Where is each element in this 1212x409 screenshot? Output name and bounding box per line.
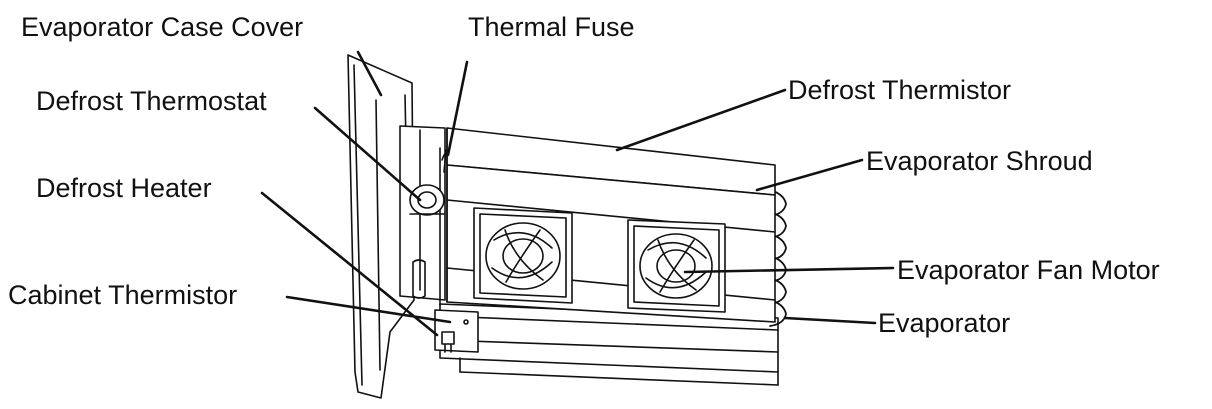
label-cabinet-thermistor: Cabinet Thermistor (8, 280, 238, 310)
label-defrost-thermistor: Defrost Thermistor (788, 75, 1012, 105)
leader-defrost-heater (260, 191, 439, 337)
label-defrost-heater: Defrost Heater (36, 173, 212, 203)
leader-thermal-fuse (446, 60, 469, 157)
label-evaporator-fan-motor: Evaporator Fan Motor (897, 255, 1160, 285)
leader-evaporator-shroud (755, 158, 864, 192)
label-thermal-fuse: Thermal Fuse (468, 12, 635, 42)
defrost-thermostat-part (409, 184, 445, 216)
leader-evaporator-fan-motor (683, 266, 895, 274)
leader-evaporator-case-cover (356, 50, 383, 97)
leader-defrost-thermistor (615, 88, 787, 152)
leader-defrost-thermostat (313, 106, 422, 202)
evaporator-fan-left (473, 207, 573, 304)
label-evaporator-case-cover: Evaporator Case Cover (21, 12, 304, 42)
label-evaporator: Evaporator (878, 308, 1011, 338)
leader-cabinet-thermistor (285, 295, 452, 324)
evaporator-housing (399, 125, 446, 306)
label-evaporator-shroud: Evaporator Shroud (866, 146, 1093, 176)
evaporator-fan-right (627, 219, 726, 313)
leader-evaporator (783, 316, 877, 325)
cabinet-thermistor-part (434, 309, 479, 353)
leader-lines (260, 50, 895, 337)
label-defrost-thermostat: Defrost Thermostat (36, 86, 267, 116)
evaporator-part (439, 303, 779, 386)
